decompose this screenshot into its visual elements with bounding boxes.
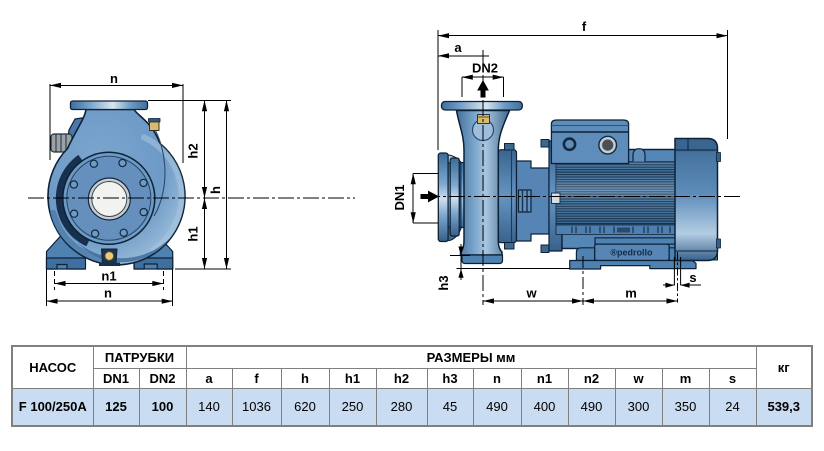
svg-text:s: s [689,270,696,285]
svg-text:h: h [208,186,223,194]
svg-text:h2: h2 [186,143,201,158]
svg-text:DN2: DN2 [472,61,498,76]
svg-text:n: n [104,286,112,301]
svg-text:a: a [454,40,462,55]
svg-text:m: m [625,286,637,301]
svg-text:h1: h1 [186,226,201,241]
svg-text:n: n [110,71,118,86]
svg-text:h3: h3 [436,275,451,290]
svg-text:®pedrollo: ®pedrollo [610,248,653,258]
svg-text:DN1: DN1 [392,184,407,210]
svg-text:n1: n1 [101,269,116,284]
svg-text:f: f [582,19,587,34]
svg-text:w: w [525,286,537,301]
